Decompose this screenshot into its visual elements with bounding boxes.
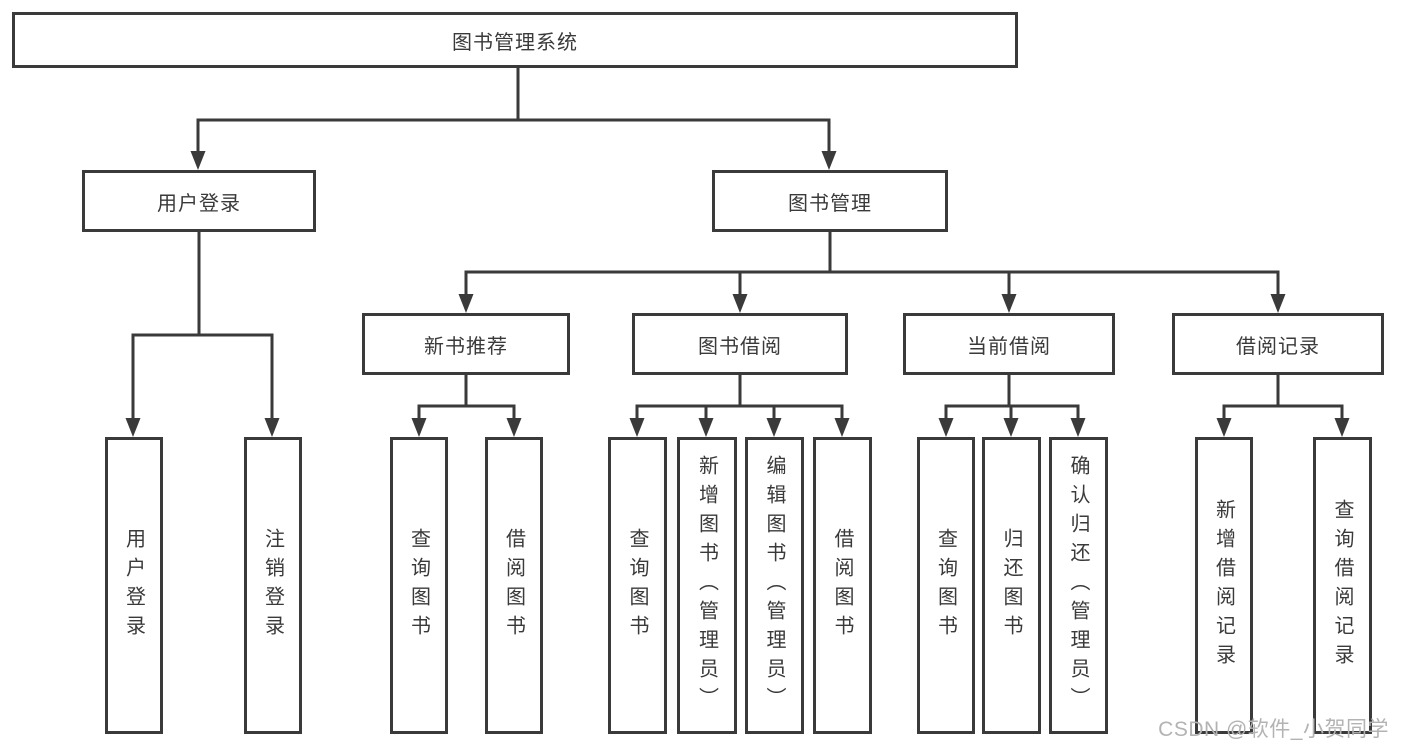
node-book-management: 图书管理 [712,170,948,232]
csdn-watermark: CSDN @软件_小贺同学 [1158,718,1389,741]
node-current-borrowing: 当前借阅 [903,313,1115,375]
node-label: 借阅图书 [502,527,525,644]
node-label: 用户登录 [122,527,145,644]
leaf-borrow-book-2: 借阅图书 [813,437,872,734]
node-label: 注销登录 [261,527,284,644]
node-label: 查询借阅记录 [1331,498,1353,673]
leaf-add-book-admin: 新增图书（管理员） [677,437,737,734]
leaf-confirm-return-admin: 确认归还（管理员） [1049,437,1108,734]
node-label: 借阅图书 [831,527,853,644]
node-book-borrowing: 图书借阅 [632,313,848,375]
node-label: 新书推荐 [424,335,508,358]
leaf-return-book: 归还图书 [982,437,1041,734]
leaf-user-login: 用户登录 [105,437,163,734]
leaf-query-book-1: 查询图书 [390,437,448,734]
node-label: 查询图书 [934,527,957,644]
node-label: 用户登录 [157,192,241,215]
node-label: 查询图书 [407,527,430,644]
leaf-query-book-2: 查询图书 [608,437,667,734]
leaf-logout: 注销登录 [244,437,302,734]
node-label: 归还图书 [1000,527,1022,644]
node-label: 新增借阅记录 [1212,498,1235,673]
leaf-query-book-3: 查询图书 [917,437,975,734]
node-label: 借阅记录 [1236,335,1320,358]
leaf-add-borrow-record: 新增借阅记录 [1195,437,1253,734]
leaf-query-borrow-record: 查询借阅记录 [1313,437,1372,734]
node-label: 图书管理 [788,192,872,215]
node-label: 图书借阅 [698,335,782,358]
leaf-edit-book-admin: 编辑图书（管理员） [745,437,804,734]
node-label: 编辑图书（管理员） [763,455,785,716]
arrowheads [125,151,1350,437]
node-new-book-recommend: 新书推荐 [362,313,570,375]
node-label: 查询图书 [626,527,648,644]
node-user-login: 用户登录 [82,170,316,232]
node-label: 当前借阅 [967,335,1051,358]
leaf-borrow-book-1: 借阅图书 [485,437,543,734]
node-label: 图书管理系统 [452,31,578,54]
node-label: 新增图书（管理员） [695,455,718,716]
node-borrow-records: 借阅记录 [1172,313,1384,375]
node-root: 图书管理系统 [12,12,1018,68]
node-label: 确认归还（管理员） [1067,455,1089,716]
